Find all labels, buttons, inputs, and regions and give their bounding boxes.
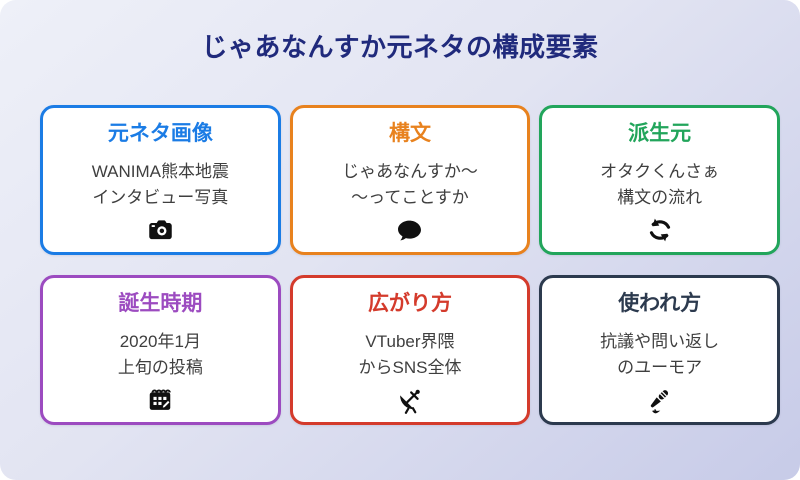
card-body: オタクくんさぁ 構文の流れ <box>600 159 719 211</box>
card-line-2: 構文の流れ <box>617 188 703 207</box>
card-title: 元ネタ画像 <box>107 122 213 145</box>
card-title: 誕生時期 <box>118 292 203 315</box>
card-phrase-pattern: 構文 じゃあなんすか〜 〜ってことすか <box>289 105 531 255</box>
cycle-icon <box>646 216 674 244</box>
card-line-2: のユーモア <box>617 358 703 377</box>
card-title: 派生元 <box>628 122 692 145</box>
card-title: 使われ方 <box>618 292 702 315</box>
card-line-2: 〜ってことすか <box>351 188 469 207</box>
card-usage: 使われ方 抗議や問い返し のユーモア <box>539 275 780 425</box>
satellite-dish-icon <box>396 386 424 414</box>
speech-bubble-icon <box>396 216 423 244</box>
card-body: じゃあなんすか〜 〜ってことすか <box>342 159 478 211</box>
page-title: じゃあなんすか元ネタの構成要素 <box>201 32 599 62</box>
card-grid: 元ネタ画像 WANIMA熊本地震 インタビュー写真 構文 じゃあなんすか〜 〜っ… <box>40 105 780 425</box>
card-line-1: VTuber界隈 <box>365 332 455 351</box>
card-body: VTuber界隈 からSNS全体 <box>359 329 462 381</box>
card-spread-path: 広がり方 VTuber界隈 からSNS全体 <box>289 275 531 425</box>
card-line-1: WANIMA熊本地震 <box>91 162 229 181</box>
card-body: WANIMA熊本地震 インタビュー写真 <box>92 159 229 211</box>
camera-icon <box>147 216 174 244</box>
card-line-1: 2020年1月 <box>119 332 201 351</box>
card-line-1: じゃあなんすか〜 <box>342 162 478 181</box>
calendar-icon <box>146 386 174 414</box>
card-line-1: 抗議や問い返し <box>600 332 720 351</box>
card-body: 抗議や問い返し のユーモア <box>600 329 719 381</box>
card-body: 2020年1月 上旬の投稿 <box>118 329 203 381</box>
microphone-icon <box>646 386 674 414</box>
card-derivation-origin: 派生元 オタクくんさぁ 構文の流れ <box>539 105 780 255</box>
card-line-2: インタビュー写真 <box>92 188 229 207</box>
card-source-image: 元ネタ画像 WANIMA熊本地震 インタビュー写真 <box>40 105 281 255</box>
card-title: 構文 <box>388 122 431 145</box>
card-line-2: からSNS全体 <box>358 358 462 377</box>
card-line-1: オタクくんさぁ <box>600 162 720 181</box>
card-line-2: 上旬の投稿 <box>117 358 203 377</box>
card-birth-period: 誕生時期 2020年1月 上旬の投稿 <box>40 275 281 425</box>
card-title: 広がり方 <box>367 292 452 315</box>
